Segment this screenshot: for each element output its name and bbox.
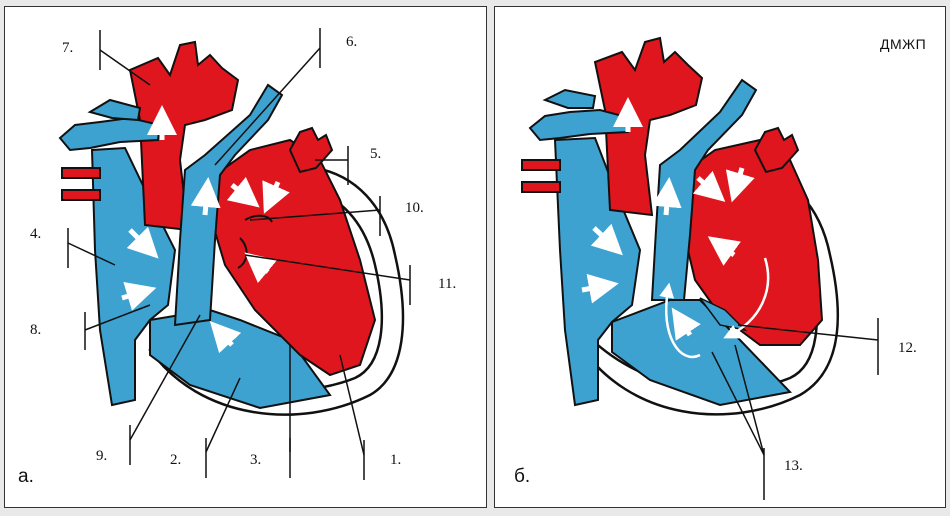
heart-a bbox=[60, 28, 410, 480]
label-12: 12. bbox=[898, 340, 917, 357]
vsd-tag: ДМЖП bbox=[880, 36, 926, 52]
label-9: 9. bbox=[96, 448, 107, 465]
label-3: 3. bbox=[250, 452, 261, 469]
pulmonary-branch-upper-a bbox=[90, 100, 140, 120]
label-10: 10. bbox=[405, 200, 424, 217]
panel-b-letter: б. bbox=[514, 466, 530, 488]
label-6: 6. bbox=[346, 34, 357, 51]
label-1: 1. bbox=[390, 452, 401, 469]
label-2: 2. bbox=[170, 452, 181, 469]
panel-a-letter: а. bbox=[18, 466, 34, 488]
label-13: 13. bbox=[784, 458, 803, 475]
label-5: 5. bbox=[370, 146, 381, 163]
label-7: 7. bbox=[62, 40, 73, 57]
pulmonary-veins-right-a bbox=[290, 128, 332, 172]
label-8: 8. bbox=[30, 322, 41, 339]
heart-b bbox=[522, 38, 878, 500]
pulmonary-branch-upper-b bbox=[545, 90, 595, 108]
label-11: 11. bbox=[438, 276, 456, 293]
label-4: 4. bbox=[30, 226, 41, 243]
pulmonary-veins-left-b bbox=[522, 160, 560, 192]
